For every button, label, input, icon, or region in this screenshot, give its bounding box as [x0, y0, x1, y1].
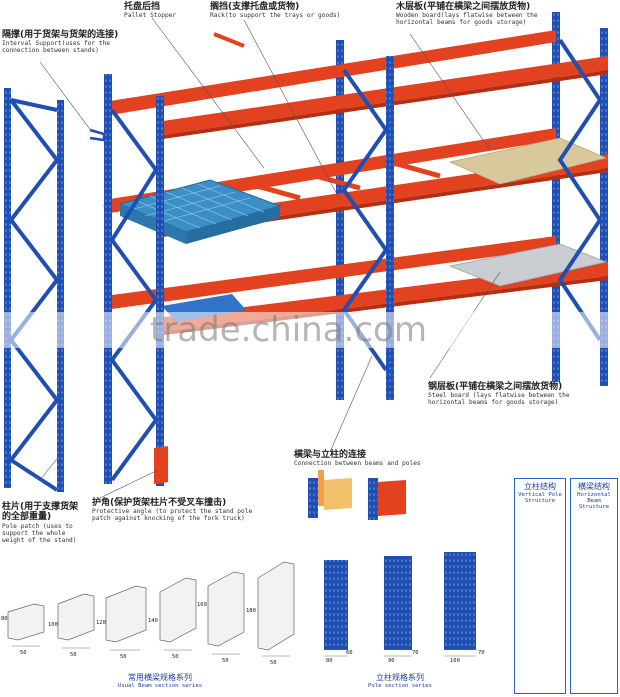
caption-pole-section: 立柱规格系列 Pole section series — [330, 672, 470, 689]
watermark-text: trade.china.com — [150, 310, 427, 350]
label-steel-board: 钢层板(平铺在横梁之间摆放货物) Steel board (lays flatw… — [428, 382, 570, 407]
wooden-board-en-1: Wooden board(lays flatwise between the — [396, 12, 538, 20]
caption-usual-beam: 常用横梁规格系列 Usual Beam section series — [60, 672, 260, 689]
back-uprights — [336, 12, 608, 400]
pole-section-width-label: 100 — [450, 658, 460, 664]
label-connection: 横梁与立柱的连接 Connection between beams and po… — [294, 450, 421, 467]
watermark-band: trade.china.com — [0, 310, 620, 350]
pole-section-caption-en: Pole section series — [368, 683, 432, 689]
pole-section-depth-label: 60 — [346, 650, 353, 656]
beam-section-dimension-lines — [12, 645, 290, 657]
front-uprights — [104, 38, 603, 486]
usual-beam-caption-zh: 常用横梁规格系列 — [128, 673, 192, 682]
pallet-stopper-bar — [213, 32, 245, 48]
steel-board-zh: 钢层板(平铺在横梁之间摆放货物) — [428, 382, 563, 392]
interval-support-en-2: connection between stands) — [2, 47, 99, 55]
horizontal-beam-structure-box: 横梁结构 Horizontal Beam Structure — [570, 478, 618, 694]
beam-section-height-label: 180 — [246, 608, 256, 614]
steel-board-en-2: horizontal beams for goods storage) — [428, 399, 559, 407]
beam-section-height-label: 140 — [148, 618, 158, 624]
interval-support-bracket — [89, 128, 106, 142]
beam-section-width-label: 50 — [270, 660, 277, 666]
beam-section-width-label: 50 — [20, 650, 27, 656]
pole-section-depth-label: 70 — [412, 650, 419, 656]
wooden-board-zh: 木层板(平铺在横梁之间摆放货物) — [396, 2, 531, 12]
beam-section-height-label: 100 — [48, 622, 58, 628]
protective-angle-en-1: Protective angle (to protect the stand p… — [92, 508, 253, 516]
pole-patch-frame — [4, 88, 64, 492]
beam-section-series — [7, 561, 295, 651]
pallet-stopper-zh: 托盘后挡 — [124, 2, 161, 12]
connection-zh: 横梁与立柱的连接 — [294, 450, 367, 460]
pole-section-width-label: 80 — [326, 658, 333, 664]
vertical-structure-en: Vertical Pole Structure — [518, 492, 562, 505]
pole-section-depth-label: 70 — [478, 650, 485, 656]
pole-patch-en-1: Pole patch (uses to — [2, 522, 73, 530]
steel-board-en-1: Steel board (lays flatwise between the — [428, 392, 570, 400]
vertical-pole-structure-box: 立柱结构 Vertical Pole Structure — [514, 478, 566, 694]
protective-angle — [154, 446, 168, 484]
label-wooden-board: 木层板(平铺在横梁之间摆放货物) Wooden board(lays flatw… — [396, 2, 538, 27]
beam-section-height-label: 80 — [1, 616, 8, 622]
label-protective-angle: 护角(保护货架柱片不受叉车撞击) Protective angle (to pr… — [92, 498, 252, 523]
connection-en: Connection between beams and poles — [294, 460, 421, 468]
beam-section-height-label: 120 — [96, 620, 106, 626]
rack-support-en: Rack(to support the trays or goods) — [210, 12, 341, 20]
horizontal-structure-en: Horizontal Beam Structure — [577, 492, 611, 511]
beam-section-width-label: 50 — [222, 658, 229, 664]
connection-detail — [308, 470, 406, 520]
vertical-structure-zh: 立柱结构 — [524, 482, 556, 491]
interval-support-en-1: Interval Support(uses for the — [2, 40, 111, 48]
beam-section-height-label: 160 — [197, 602, 207, 608]
label-pole-patch: 柱片(用于支撑货架 的全部重量) Pole patch (uses to sup… — [2, 502, 78, 544]
protective-angle-zh: 护角(保护货架柱片不受叉车撞击) — [92, 498, 227, 508]
label-rack-support: 搁挡(支撑托盘或货物) Rack(to support the trays or… — [210, 2, 340, 19]
beam-section-width-label: 50 — [172, 654, 179, 660]
pole-patch-en-3: weight of the stand) — [2, 536, 77, 544]
pole-section-series — [324, 552, 476, 650]
interval-support-zh: 隔撑(用于货架与货架的连接) — [2, 30, 119, 40]
top-beams — [104, 30, 608, 140]
horizontal-structure-zh: 横梁结构 — [578, 482, 610, 491]
pole-patch-zh-1: 柱片(用于支撑货架 — [2, 502, 79, 512]
steel-board — [448, 243, 608, 287]
label-interval-support: 隔撑(用于货架与货架的连接) Interval Support(uses for… — [2, 30, 118, 55]
pole-section-caption-zh: 立柱规格系列 — [376, 673, 424, 682]
beam-section-width-label: 50 — [70, 652, 77, 658]
protective-angle-en-2: patch against knocking of the fork truck… — [92, 515, 245, 523]
label-pallet-stopper: 托盘后挡 Pallet Stopper — [124, 2, 176, 19]
pole-patch-en-2: support the whole — [2, 529, 66, 537]
usual-beam-caption-en: Usual Beam section series — [117, 683, 203, 689]
rack-support-zh: 搁挡(支撑托盘或货物) — [210, 2, 300, 12]
wooden-board-en-2: horizontal beams for goods storage) — [396, 19, 527, 27]
pole-patch-zh-2: 的全部重量) — [2, 512, 52, 523]
pole-section-width-label: 90 — [388, 658, 395, 664]
pallet-stopper-en: Pallet Stopper — [124, 12, 177, 20]
beam-section-width-label: 50 — [120, 654, 127, 660]
